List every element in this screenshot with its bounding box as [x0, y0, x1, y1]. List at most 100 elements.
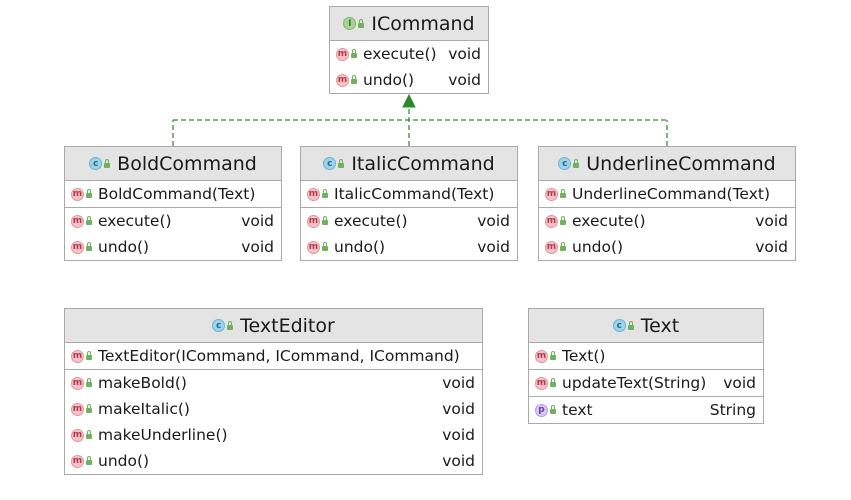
public-lock-icon	[550, 405, 556, 414]
public-lock-icon	[86, 351, 92, 360]
method-row[interactable]: m execute() void	[65, 208, 281, 234]
method-return-type: void	[442, 426, 475, 444]
method-icon: m	[307, 214, 328, 228]
texteditor-header: c TextEditor	[65, 309, 482, 343]
boldcommand-constructors: m BoldCommand(Text)	[65, 181, 281, 208]
public-lock-icon	[560, 216, 566, 225]
public-lock-icon	[86, 242, 92, 251]
method-row[interactable]: m execute() void	[330, 41, 488, 67]
method-row[interactable]: m makeUnderline() void	[65, 422, 482, 448]
method-icon: m	[545, 187, 566, 201]
constructor-name: ItalicCommand(Text)	[334, 185, 495, 203]
public-lock-icon	[550, 378, 556, 387]
property-icon: p	[535, 403, 556, 417]
public-lock-icon	[86, 430, 92, 439]
method-icon: m	[71, 428, 92, 442]
boldcommand-class[interactable]: c BoldCommand m BoldCommand(Text) m exec…	[64, 146, 282, 261]
public-lock-icon	[322, 242, 328, 251]
method-return-type: void	[448, 45, 481, 63]
method-return-type: void	[442, 374, 475, 392]
method-icon: m	[535, 349, 556, 363]
public-lock-icon	[322, 189, 328, 198]
texteditor-class[interactable]: c TextEditor m TextEditor(ICommand, ICom…	[64, 308, 483, 475]
italiccommand-header: c ItalicCommand	[301, 147, 517, 181]
public-lock-icon	[627, 320, 634, 330]
texteditor-constructors: m TextEditor(ICommand, ICommand, IComman…	[65, 343, 482, 370]
method-name: undo()	[363, 71, 415, 89]
text-header: c Text	[529, 309, 763, 343]
class-icon: c	[558, 157, 580, 170]
class-icon: c	[89, 157, 111, 170]
public-lock-icon	[104, 158, 111, 168]
method-icon: m	[336, 73, 357, 87]
texteditor-title: TextEditor	[240, 314, 335, 337]
method-row[interactable]: m execute() void	[539, 208, 795, 234]
method-icon: m	[71, 240, 92, 254]
text-title: Text	[640, 314, 680, 337]
method-icon: m	[71, 187, 92, 201]
method-name: undo()	[572, 238, 624, 256]
property-type: String	[709, 401, 756, 419]
text-properties: p text String	[529, 397, 763, 423]
method-row[interactable]: m undo() void	[539, 234, 795, 260]
method-row[interactable]: m makeBold() void	[65, 370, 482, 396]
method-icon: m	[71, 214, 92, 228]
constructor-name: TextEditor(ICommand, ICommand, ICommand)	[98, 347, 460, 365]
underlinecommand-class[interactable]: c UnderlineCommand m UnderlineCommand(Te…	[538, 146, 796, 261]
method-row[interactable]: m undo() void	[330, 67, 488, 93]
public-lock-icon	[322, 216, 328, 225]
public-lock-icon	[358, 18, 365, 28]
text-class[interactable]: c Text m Text() m updateText(String) voi…	[528, 308, 764, 424]
constructor-row[interactable]: m BoldCommand(Text)	[65, 181, 281, 207]
constructor-name: UnderlineCommand(Text)	[572, 185, 770, 203]
method-name: undo()	[334, 238, 386, 256]
interface-icon: I	[343, 17, 365, 30]
text-methods: m updateText(String) void	[529, 370, 763, 397]
constructor-row[interactable]: m TextEditor(ICommand, ICommand, IComman…	[65, 343, 482, 369]
underlinecommand-methods: m execute() void m undo() void	[539, 208, 795, 260]
method-return-type: void	[448, 71, 481, 89]
method-return-type: void	[755, 212, 788, 230]
class-icon: c	[323, 157, 345, 170]
underlinecommand-header: c UnderlineCommand	[539, 147, 795, 181]
method-name: execute()	[363, 45, 437, 63]
method-return-type: void	[723, 374, 756, 392]
text-constructors: m Text()	[529, 343, 763, 370]
public-lock-icon	[86, 456, 92, 465]
method-name: execute()	[334, 212, 408, 230]
method-return-type: void	[241, 238, 274, 256]
italiccommand-title: ItalicCommand	[351, 152, 495, 175]
method-name: makeItalic()	[98, 400, 190, 418]
method-name: updateText(String)	[562, 374, 707, 392]
method-row[interactable]: m updateText(String) void	[529, 370, 763, 396]
method-row[interactable]: m undo() void	[65, 448, 482, 474]
method-row[interactable]: m makeItalic() void	[65, 396, 482, 422]
method-icon: m	[307, 240, 328, 254]
method-icon: m	[336, 47, 357, 61]
boldcommand-methods: m execute() void m undo() void	[65, 208, 281, 260]
method-row[interactable]: m execute() void	[301, 208, 517, 234]
method-icon: m	[71, 454, 92, 468]
method-icon: m	[307, 187, 328, 201]
constructor-row[interactable]: m Text()	[529, 343, 763, 369]
property-name: text	[562, 401, 593, 419]
realization-arrowhead	[402, 93, 416, 108]
method-row[interactable]: m undo() void	[65, 234, 281, 260]
italiccommand-class[interactable]: c ItalicCommand m ItalicCommand(Text) m …	[300, 146, 518, 261]
boldcommand-header: c BoldCommand	[65, 147, 281, 181]
method-row[interactable]: m undo() void	[301, 234, 517, 260]
constructor-row[interactable]: m UnderlineCommand(Text)	[539, 181, 795, 207]
public-lock-icon	[86, 378, 92, 387]
public-lock-icon	[351, 75, 357, 84]
constructor-row[interactable]: m ItalicCommand(Text)	[301, 181, 517, 207]
method-icon: m	[71, 349, 92, 363]
icommand-interface[interactable]: I ICommand m execute() void m undo() voi…	[329, 6, 489, 94]
italiccommand-constructors: m ItalicCommand(Text)	[301, 181, 517, 208]
class-icon: c	[212, 319, 234, 332]
method-name: execute()	[572, 212, 646, 230]
method-name: undo()	[98, 238, 150, 256]
property-row[interactable]: p text String	[529, 397, 763, 423]
method-name: execute()	[98, 212, 172, 230]
public-lock-icon	[560, 242, 566, 251]
